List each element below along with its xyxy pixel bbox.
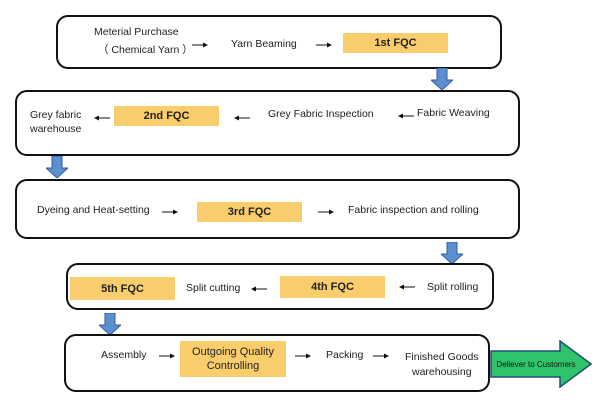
fqc-4-label: 4th FQC [311,281,354,293]
arrow-left-icon [251,286,267,292]
split-rolling-label: Split rolling [427,281,479,293]
split-cutting-label: Split cutting [186,282,241,294]
down-arrow-icon [99,313,121,335]
fqc-4-box: 4th FQC [280,276,385,298]
down-arrow-icon [431,68,453,90]
arrow-right-icon [295,353,311,359]
fabric-weaving-label: Fabric Weaving [417,107,490,119]
fabric-inspection-rolling-label: Fabric inspection and rolling [348,204,479,216]
arrow-right-icon [316,42,332,48]
fqc-5-box: 5th FQC [70,277,175,300]
down-arrow-icon [46,156,68,178]
material-purchase-label: Meterial Purchase [94,26,179,38]
deliver-to-customers-label: Deliever to Customers [496,359,576,369]
deliver-arrow-icon [490,340,592,388]
fqc-1-box: 1st FQC [343,33,448,53]
outgoing-quality-box: Outgoing Quality Controlling [180,341,286,377]
arrow-right-icon [318,209,334,215]
assembly-label: Assembly [101,349,147,361]
arrow-left-icon [398,113,414,119]
finished-goods-label: Finished Goods [405,351,479,363]
arrow-right-icon [159,353,175,359]
arrow-left-icon [234,115,250,121]
fqc-1-label: 1st FQC [374,37,417,49]
down-arrow-icon [441,242,463,264]
process-row-2 [15,90,520,156]
arrow-right-icon [373,353,389,359]
fqc-2-box: 2nd FQC [114,106,219,126]
arrow-left-icon [94,115,110,121]
fqc-2-label: 2nd FQC [143,110,190,122]
grey-fabric-warehouse-sublabel: warehouse [30,123,82,135]
yarn-beaming-label: Yarn Beaming [231,38,297,50]
packing-label: Packing [326,349,364,361]
grey-fabric-inspection-label: Grey Fabric Inspection [268,108,374,120]
outgoing-quality-sublabel: Controlling [206,360,260,372]
dyeing-heat-setting-label: Dyeing and Heat-setting [37,204,150,216]
arrow-left-icon [399,284,415,290]
outgoing-quality-label: Outgoing Quality [192,346,274,358]
fqc-3-box: 3rd FQC [197,202,302,222]
fqc-3-label: 3rd FQC [227,206,272,218]
fqc-5-label: 5th FQC [101,282,144,295]
finished-goods-sublabel: warehousing [412,366,472,378]
material-purchase-sublabel: （ Chemical Yarn ） [98,44,193,56]
arrow-right-icon [192,42,208,48]
grey-fabric-warehouse-label: Grey fabric [30,109,82,121]
arrow-right-icon [162,209,178,215]
